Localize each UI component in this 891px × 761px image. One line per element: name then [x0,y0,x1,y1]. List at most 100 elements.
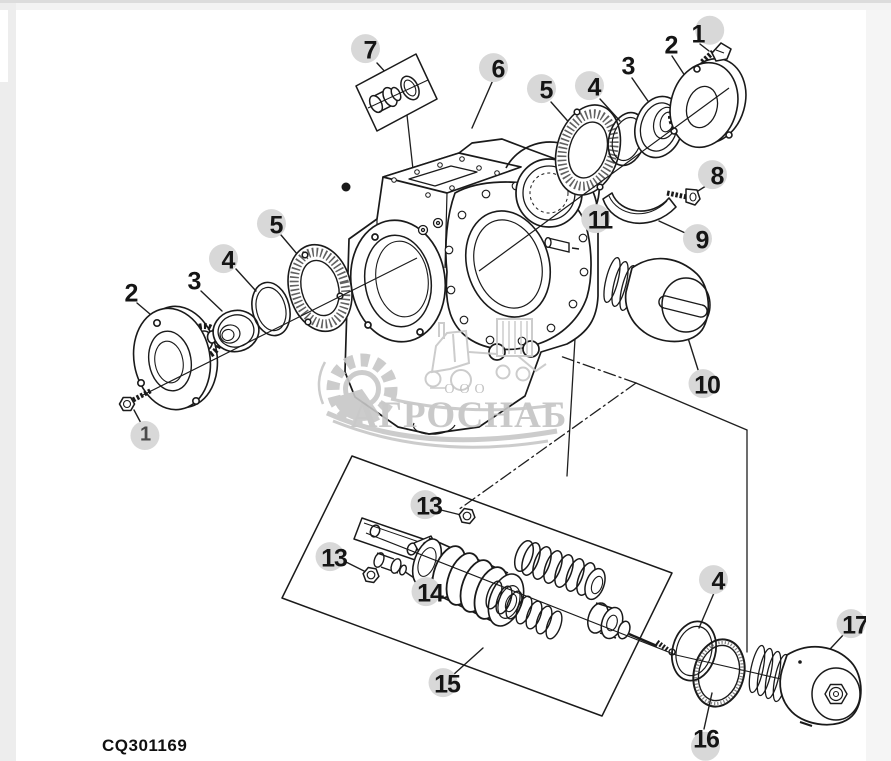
callout-2-left: 2 [124,279,139,308]
callout-circle [130,420,160,450]
callout-circle [836,608,866,638]
callout-14: 14 [411,576,444,608]
callout-3-left: 3 [187,267,202,296]
watermark-org-form: ООО [444,382,489,397]
callout-number: 1 [139,423,151,446]
callout-circle [315,541,345,571]
callout-9: 9 [683,223,713,255]
callout-16: 16 [690,725,720,761]
callout-number: 2 [124,279,139,308]
gasket-left [287,243,353,333]
fitting-14 [373,552,407,576]
callout-5-top: 5 [527,73,557,104]
nut-lower [362,566,380,584]
watermark-tractor-icon [424,318,547,391]
callout-4-top: 4 [575,70,605,102]
flange-cover-top [668,57,747,149]
callout-13-upper: 13 [410,489,443,521]
callout-number: 1 [691,20,706,49]
threaded-plug-17 [748,644,862,727]
flange-cover-left [132,305,222,411]
callout-4-left: 4 [209,243,239,275]
callout-circle [698,159,728,189]
nut-upper [458,507,476,525]
callout-13-lower: 13 [315,541,348,573]
plug-kit-box [355,53,438,132]
watermark: ООО АГРОСНАБ [317,318,568,449]
valve-assembly-parts [353,507,839,693]
leader-lines [133,43,846,730]
callout-circle [428,667,458,697]
left-edge-notch [0,10,8,82]
callout-circle [581,203,611,233]
seal-rings-and-plug [671,620,862,727]
callout-circle [410,489,440,519]
top-edge-band-light [0,3,891,10]
bolt-top [700,42,732,65]
spring-large [513,539,606,601]
watermark-company: АГРОСНАБ [351,395,568,436]
callout-1-left: 1 [130,420,160,450]
callout-circle [575,70,605,100]
watermark-gear-icon [317,353,398,425]
callout-3-top: 3 [621,52,636,81]
callout-number: 8 [710,162,725,191]
left-output-chain [118,243,418,412]
part-code: CQ301169 [102,736,188,755]
valve-assembly-box [281,455,673,717]
right-output-chain [478,42,747,272]
callout-circle [411,576,441,606]
callout-6: 6 [479,52,509,84]
callout-circle [209,243,239,273]
backup-ring-16 [692,638,746,708]
spring-small [485,580,563,640]
callout-number: 5 [269,211,284,240]
o-ring-left [251,281,291,337]
callout-circle [527,73,557,103]
watermark-swoosh [325,397,558,449]
callout-circle [695,15,725,45]
bearing-left [212,309,260,353]
callout-number: 13 [321,544,348,573]
threaded-plug-10 [603,256,711,343]
callout-number: 11 [587,206,613,235]
callout-15: 15 [428,667,461,699]
callout-number: 14 [417,579,444,608]
dowel-pin [544,236,580,253]
callout-number: 3 [621,52,636,81]
callout-number: 3 [187,267,202,296]
top-edge-band [0,0,891,3]
clamp-and-bolt [602,188,701,225]
callout-number: 17 [842,611,869,640]
callout-8: 8 [698,159,728,191]
callout-circle [683,223,713,253]
callout-number: 9 [695,226,710,255]
clamp-bolt [666,188,701,206]
callout-circle [699,564,729,594]
callout-number: 13 [416,492,443,521]
callout-number: 15 [434,670,461,699]
callout-number: 4 [711,567,726,596]
callout-number: 4 [587,73,602,102]
callout-number: 4 [221,246,236,275]
callout-circle [257,208,287,238]
callout-circle [351,33,381,63]
callout-17: 17 [836,608,869,640]
callout-2-top: 2 [664,31,679,60]
gasket-top [554,104,622,196]
callout-number: 6 [491,55,506,84]
callout-number: 16 [693,725,720,754]
callout-circle [688,368,718,398]
callout-circle [690,731,720,761]
right-edge-strip [866,10,891,761]
piston [587,602,676,656]
callout-circle [479,52,509,82]
callout-4-bottom: 4 [699,564,729,596]
callout-7: 7 [351,33,381,65]
callout-number: 7 [363,36,378,65]
left-edge-strip [0,3,16,761]
callout-number: 2 [664,31,679,60]
callout-1-top: 1 [691,15,725,49]
